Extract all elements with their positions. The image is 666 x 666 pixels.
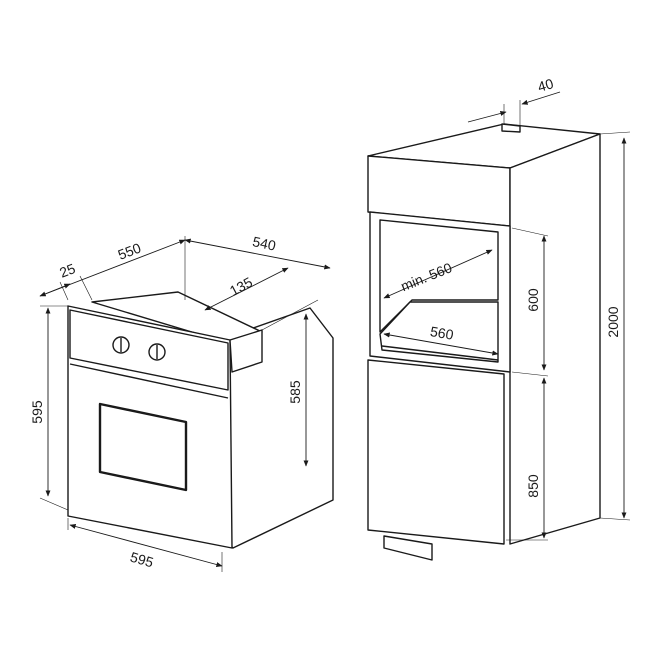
oven-vent-box xyxy=(229,329,263,373)
ext-line xyxy=(511,227,549,237)
oven-door-top-edge xyxy=(69,363,229,399)
oven-dimensions: 25 550 540 135 595 585 595 xyxy=(29,233,331,572)
dim-line-560-depth xyxy=(383,332,499,356)
label-595-width: 595 xyxy=(128,549,155,571)
dim-line-135 xyxy=(204,267,289,311)
label-560-depth: 560 xyxy=(429,323,455,343)
dim-line-595-width xyxy=(69,524,223,567)
cabinet-lower-door xyxy=(367,359,505,545)
cabinet-side-panel xyxy=(509,133,601,545)
label-585: 585 xyxy=(287,380,303,404)
oven-knob-left xyxy=(112,336,130,354)
label-600: 600 xyxy=(525,288,541,312)
oven xyxy=(67,291,334,549)
label-2000: 2000 xyxy=(605,306,621,337)
cabinet-top-notch xyxy=(501,123,521,133)
label-550: 550 xyxy=(116,239,144,262)
label-595-height: 595 xyxy=(29,400,45,424)
label-850: 850 xyxy=(525,474,541,498)
ext-line xyxy=(79,275,93,301)
ext-line xyxy=(599,517,631,521)
label-135: 135 xyxy=(227,274,255,299)
oven-door-window xyxy=(98,402,188,492)
dim-line-40-right xyxy=(521,91,561,105)
ext-line xyxy=(511,371,549,377)
dim-line-min-560 xyxy=(383,249,493,299)
ext-line xyxy=(261,299,319,331)
oven-knob-right xyxy=(148,343,166,361)
ext-line xyxy=(59,281,69,301)
label-40: 40 xyxy=(536,75,556,95)
ext-line xyxy=(39,497,69,511)
label-25: 25 xyxy=(57,260,77,281)
dim-line-540 xyxy=(184,238,331,270)
cabinet-plinth xyxy=(383,535,433,561)
label-540: 540 xyxy=(251,233,277,254)
dim-line-25 xyxy=(39,283,71,297)
cabinet-niche-inner xyxy=(379,219,499,333)
dim-line-40-left xyxy=(467,111,507,123)
ext-line xyxy=(599,131,631,135)
tall-cabinet xyxy=(367,123,601,561)
